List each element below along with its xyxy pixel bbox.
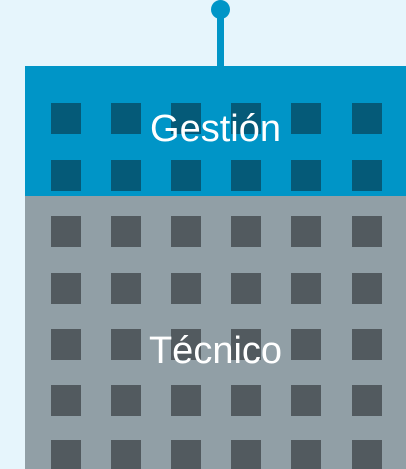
technical-window bbox=[51, 440, 81, 469]
antenna-pole bbox=[217, 12, 224, 68]
technical-window bbox=[291, 440, 321, 469]
technical-window bbox=[111, 273, 141, 304]
management-label: Gestión bbox=[150, 108, 281, 150]
technical-window bbox=[291, 273, 321, 304]
antenna-tip bbox=[211, 0, 230, 19]
technical-window bbox=[352, 329, 382, 360]
technical-window bbox=[111, 385, 141, 416]
technical-label: Técnico bbox=[148, 330, 283, 372]
technical-window bbox=[231, 440, 261, 469]
technical-window bbox=[171, 216, 201, 247]
technical-window bbox=[51, 385, 81, 416]
management-window bbox=[291, 103, 321, 134]
management-window bbox=[352, 160, 382, 191]
technical-window bbox=[171, 385, 201, 416]
technical-window bbox=[231, 329, 261, 360]
technical-window bbox=[291, 329, 321, 360]
technical-window bbox=[171, 273, 201, 304]
management-window bbox=[111, 103, 141, 134]
technical-window bbox=[352, 273, 382, 304]
management-window bbox=[51, 160, 81, 191]
technical-window bbox=[111, 329, 141, 360]
management-window bbox=[231, 160, 261, 191]
technical-window bbox=[291, 385, 321, 416]
technical-window bbox=[51, 273, 81, 304]
technical-window bbox=[111, 216, 141, 247]
technical-window bbox=[352, 440, 382, 469]
technical-window bbox=[231, 385, 261, 416]
technical-window bbox=[171, 440, 201, 469]
management-window bbox=[171, 103, 201, 134]
technical-window bbox=[51, 329, 81, 360]
technical-window bbox=[171, 329, 201, 360]
technical-window bbox=[51, 216, 81, 247]
management-window bbox=[111, 160, 141, 191]
technical-window bbox=[231, 273, 261, 304]
technical-window bbox=[231, 216, 261, 247]
building: Gestión Técnico bbox=[25, 66, 406, 469]
management-window bbox=[171, 160, 201, 191]
technical-window bbox=[111, 440, 141, 469]
management-window bbox=[51, 103, 81, 134]
technical-window bbox=[352, 385, 382, 416]
management-window bbox=[352, 103, 382, 134]
management-window bbox=[231, 103, 261, 134]
technical-window bbox=[291, 216, 321, 247]
technical-window bbox=[352, 216, 382, 247]
technical-section bbox=[25, 196, 406, 469]
management-section bbox=[25, 66, 406, 196]
management-window bbox=[291, 160, 321, 191]
